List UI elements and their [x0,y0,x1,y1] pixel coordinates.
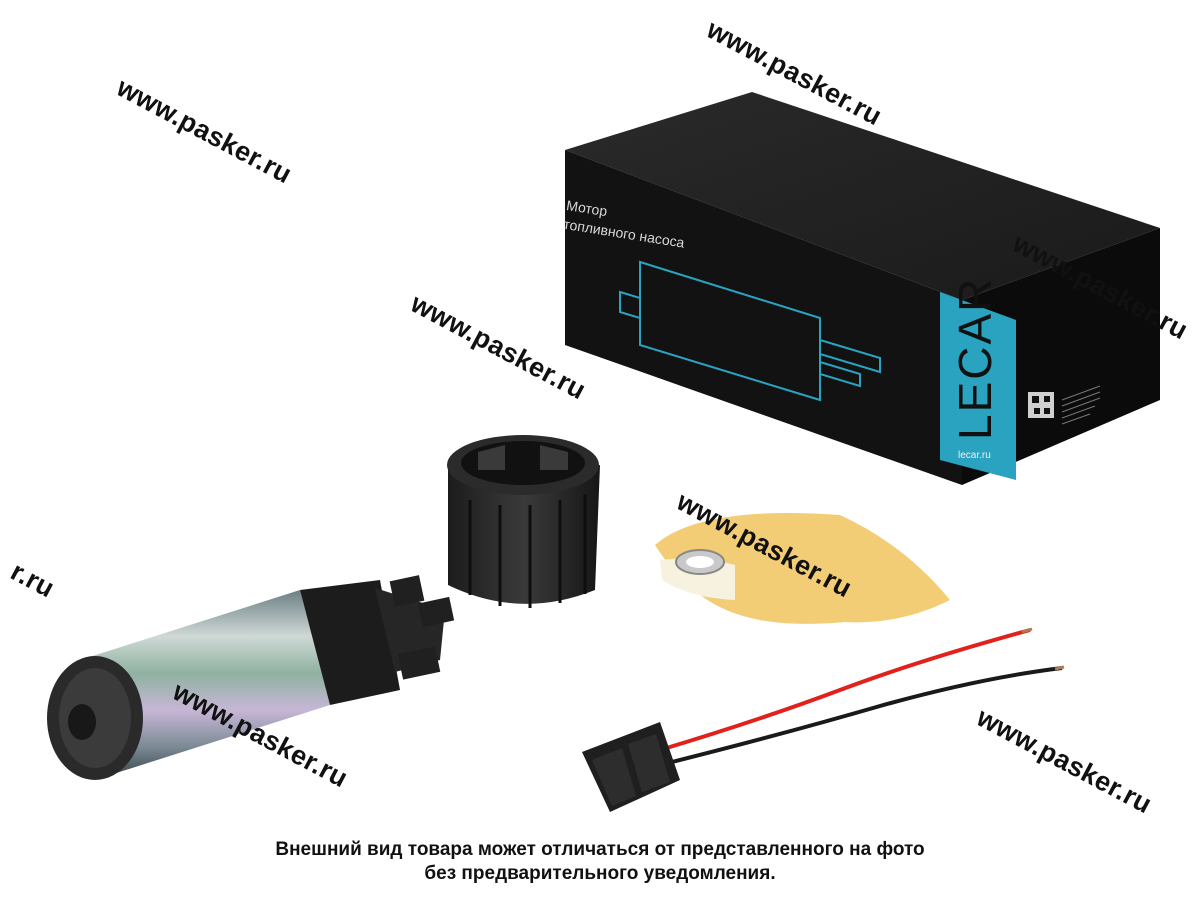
disclaimer: Внешний вид товара может отличаться от п… [0,838,1200,886]
box-top-face [565,92,1160,300]
qr-code [1028,392,1054,418]
box-small-print [1061,385,1101,425]
wire-connector [582,722,680,812]
product-box [565,92,1160,485]
box-pump-drawing [619,260,881,402]
box-front-face [565,150,962,485]
filter-bag [655,513,950,624]
box-website: lecar.ru [958,450,991,461]
disclaimer-line-2: без предварительного уведомления. [424,863,776,884]
brand-logo: LECAR [949,276,1001,440]
disclaimer-line-1: Внешний вид товара может отличаться от п… [275,839,925,860]
rubber-sleeve [447,435,600,608]
fuel-pump-motor [47,575,455,780]
brand-stripe [940,292,1016,480]
wiring-harness [582,627,1065,812]
